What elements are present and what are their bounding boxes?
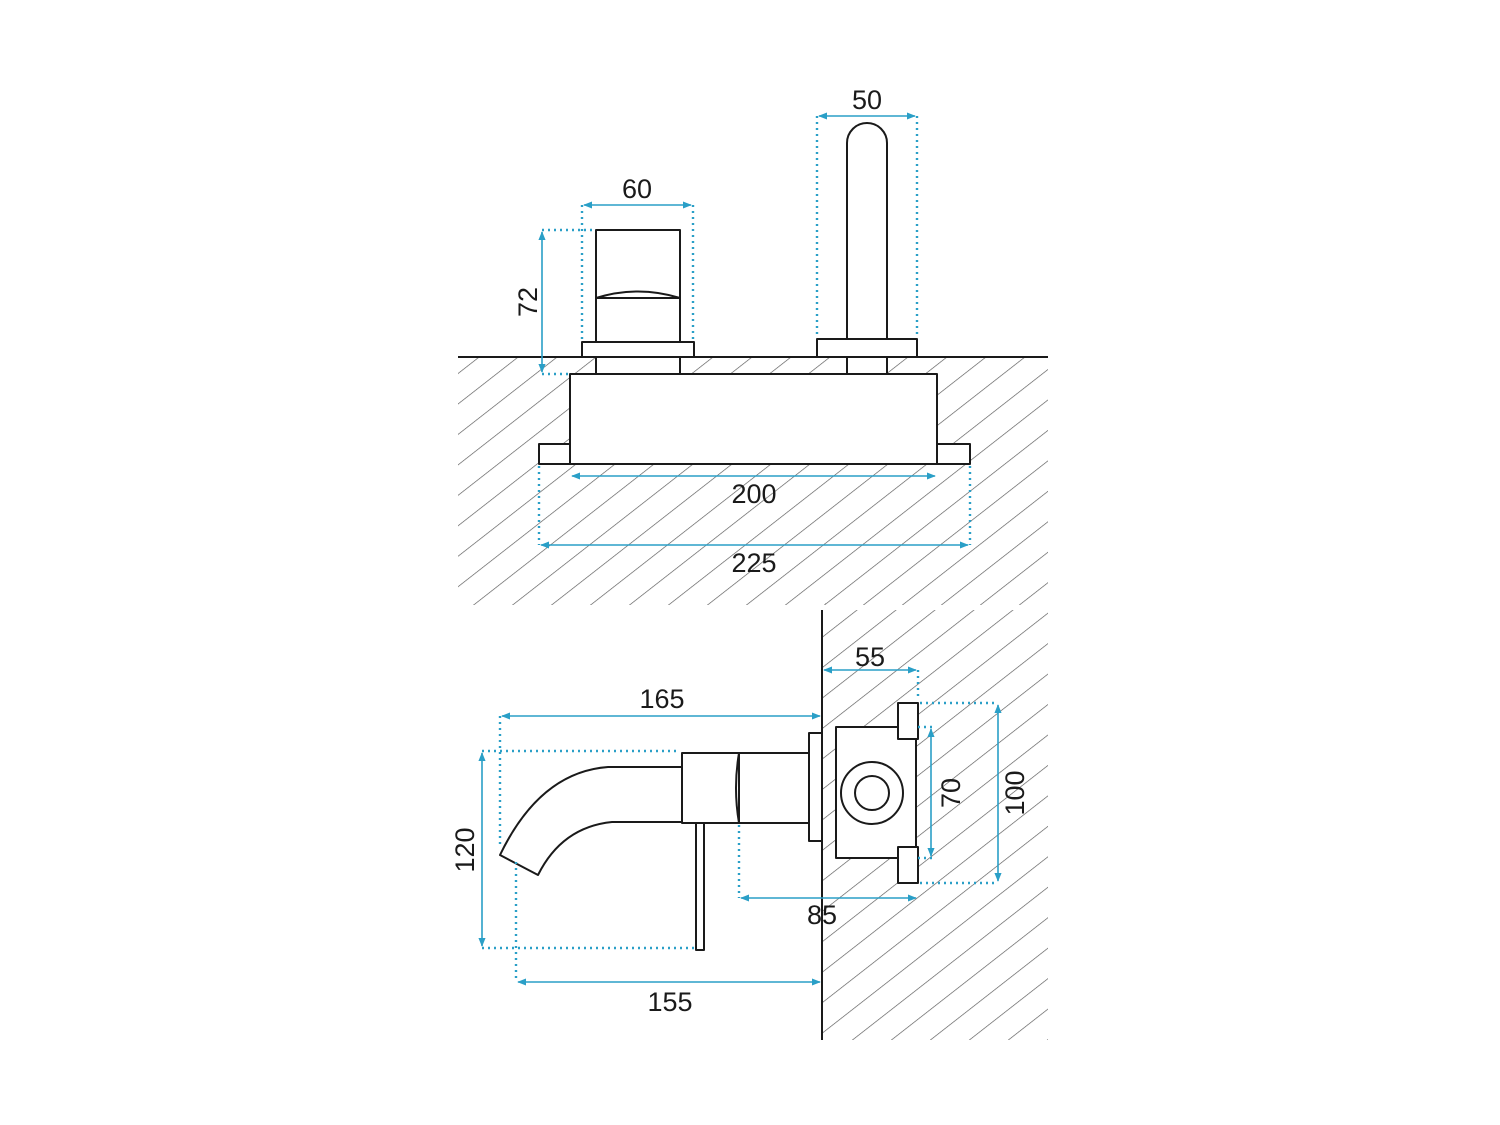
- handle-knurled-grip: [595, 229, 681, 299]
- dim-spout-width: 50: [852, 85, 882, 115]
- dim-spout-height: 120: [450, 827, 480, 872]
- dim-spout-reach: 155: [647, 987, 692, 1017]
- handle-rosette: [581, 341, 695, 358]
- dim-wall-depth: 55: [855, 642, 885, 672]
- side-escutcheon: [808, 732, 823, 842]
- dim-handle-width: 60: [622, 174, 652, 204]
- front-view: 60 50 72 200 225: [458, 85, 1048, 605]
- dim-box-inner-height: 70: [936, 778, 966, 808]
- handle-body: [595, 297, 681, 343]
- dim-total-reach: 165: [639, 684, 684, 714]
- side-body: [738, 752, 810, 824]
- valve-ring-inner: [854, 775, 890, 811]
- spout-pipe: [846, 122, 888, 340]
- dim-box-outer-height: 100: [1000, 770, 1030, 815]
- spout-rosette: [816, 338, 918, 358]
- side-knurled-handle: [681, 752, 740, 824]
- side-spout: [499, 766, 683, 876]
- dim-box-width: 200: [731, 479, 776, 509]
- side-view: 165 55 120 70 100 85 155: [450, 610, 1048, 1040]
- handle-grip-edge: [595, 290, 681, 299]
- side-handle-edge: [735, 752, 740, 824]
- dim-body-depth: 85: [807, 900, 837, 930]
- dim-plate-width: 225: [731, 548, 776, 578]
- valve-box-tab-bottom: [897, 846, 919, 884]
- in-wall-box: [569, 373, 938, 465]
- handle-stem: [595, 356, 681, 375]
- valve-box-tab-top: [897, 702, 919, 740]
- spout-stem: [846, 356, 888, 375]
- side-lever: [695, 822, 705, 951]
- dim-handle-height: 72: [513, 287, 543, 317]
